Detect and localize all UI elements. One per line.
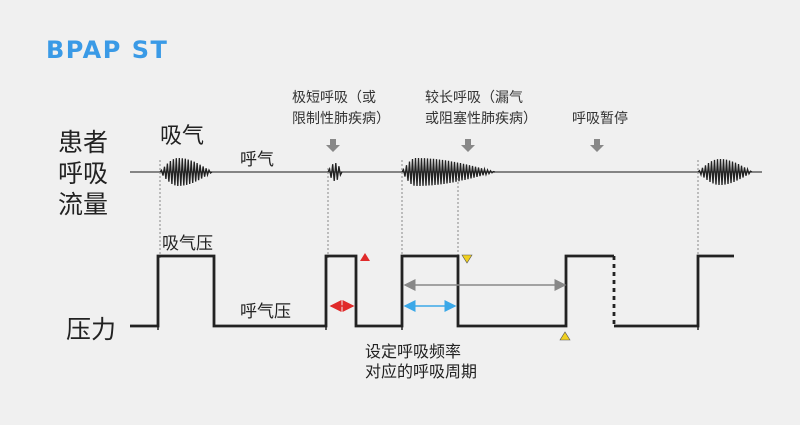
red-triangle-marker [360,253,370,261]
flow-burst-3 [401,157,496,187]
down-arrow-long [461,139,475,152]
long-breath-label: 较长呼吸（漏气 或阻塞性肺疾病） [425,88,537,130]
cycle-label-line2: 对应的呼吸周期 [365,362,478,381]
flow-burst-2 [327,163,343,181]
down-arrow-short [326,139,340,152]
long-breath-line1: 较长呼吸（漏气 [425,90,523,106]
cycle-label: 设定呼吸频率 对应的呼吸周期 [365,342,477,382]
pressure-waveform-end [614,254,734,328]
flow-axis-label: 患者 呼吸 流量 [58,127,128,220]
flow-axis-label-line2: 呼吸 [58,159,109,188]
exhale-label: 呼气 [240,150,274,170]
apnea-label: 呼吸暂停 [572,111,628,127]
down-arrows [326,139,604,152]
epap-label: 呼气压 [240,302,291,322]
guide-lines [159,160,699,258]
base-ticks [157,322,699,330]
short-breath-label: 极短呼吸（或 限制性肺疾病） [292,88,390,130]
pressure-axis-label: 压力 [66,315,117,344]
flow-axis-label-line3: 流量 [58,190,109,219]
flow-burst-4 [697,158,753,186]
short-breath-line1: 极短呼吸（或 [292,90,376,106]
flow-axis-label-line1: 患者 [58,128,109,157]
long-breath-line2: 或阻塞性肺疾病） [425,111,537,127]
diagram-title: BPAP ST [46,36,169,64]
ipap-label: 吸气压 [162,234,213,254]
yellow-triangle-up [559,331,571,341]
flow-burst-1 [159,157,213,187]
short-breath-line2: 限制性肺疾病） [292,111,390,127]
inhale-label: 吸气 [160,124,205,149]
down-arrow-apnea [590,139,604,152]
yellow-triangle-down [461,254,473,264]
cycle-label-line1: 设定呼吸频率 [365,342,462,361]
pressure-waveform [130,254,614,328]
